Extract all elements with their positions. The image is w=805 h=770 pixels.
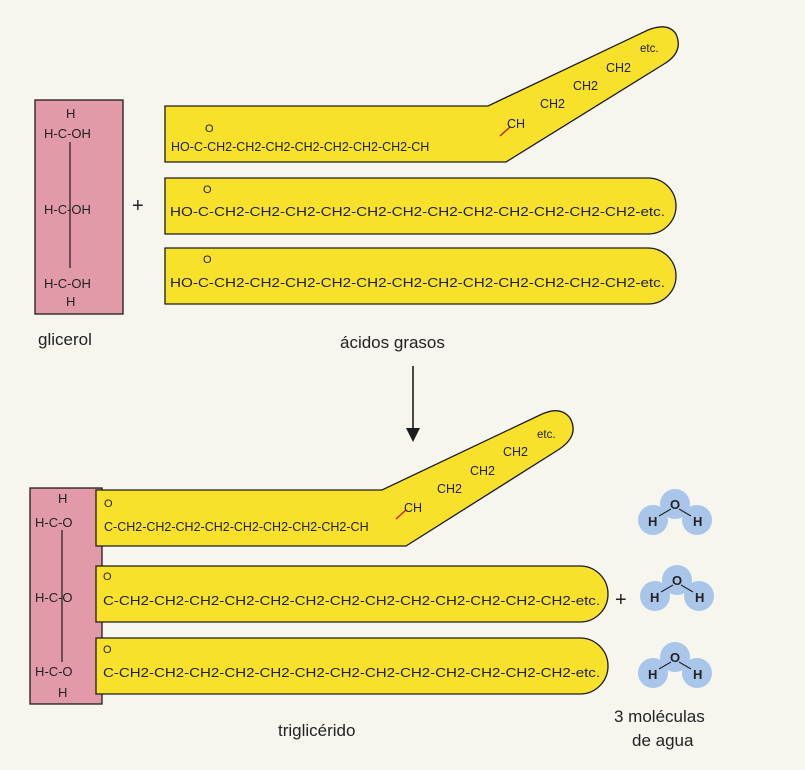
fatty-acid-chain-3: O HO-C-CH2-CH2-CH2-CH2-CH2-CH2-CH2-CH2-C…: [164, 247, 677, 305]
fatty-acid-chain-1-tail-3: CH2: [573, 79, 598, 93]
fatty-acids-label: ácidos grasos: [340, 333, 445, 352]
fatty-acid-chain-3-formula: HO-C-CH2-CH2-CH2-CH2-CH2-CH2-CH2-CH2-CH2…: [170, 276, 665, 290]
water-2-oxygen: O: [672, 573, 682, 588]
triglyceride-chain-1-carbonyl-o: O: [104, 498, 113, 510]
water-molecule-icon: O H H: [638, 489, 712, 535]
fatty-acid-chain-2: O HO-C-CH2-CH2-CH2-CH2-CH2-CH2-CH2-CH2-C…: [164, 177, 677, 235]
triglyceride-chain-1-tail-4: CH2: [503, 445, 528, 459]
fatty-acid-chain-1-formula: HO-C-CH2-CH2-CH2-CH2-CH2-CH2-CH2-CH: [171, 140, 429, 154]
triglyceride-chain-2-formula: C-CH2-CH2-CH2-CH2-CH2-CH2-CH2-CH2-CH2-CH…: [103, 594, 600, 608]
fatty-acid-chain-1-tail-4: CH2: [606, 61, 631, 75]
triglyceride-chain-2-shape: [95, 565, 609, 623]
fatty-acid-chain-1-double-bond: [499, 126, 511, 137]
triglyceride-label: triglicérido: [278, 721, 355, 740]
fatty-acid-chain-2-carbonyl-o: O: [203, 184, 212, 196]
triglyceride-chain-3-formula: C-CH2-CH2-CH2-CH2-CH2-CH2-CH2-CH2-CH2-CH…: [103, 666, 600, 680]
water-1-oxygen: O: [670, 497, 680, 512]
water-2-hydrogen-right: H: [695, 590, 704, 605]
fatty-acid-chain-1: O HO-C-CH2-CH2-CH2-CH2-CH2-CH2-CH2-CH CH…: [164, 26, 679, 163]
triglyceride-chain-3-carbonyl-o: O: [103, 644, 112, 656]
triglyceride-chain-1-formula: C-CH2-CH2-CH2-CH2-CH2-CH2-CH2-CH2-CH: [104, 520, 369, 534]
water-plus-sign: +: [615, 589, 627, 611]
triglyceride-chain-1-tail-etc: etc.: [537, 429, 556, 441]
triglyceride-chain-2: O C-CH2-CH2-CH2-CH2-CH2-CH2-CH2-CH2-CH2-…: [95, 565, 609, 623]
glycerol-atom-h-top: H: [66, 106, 75, 121]
glycerol-molecule: H H-C-OH H-C-OH H-C-OH H: [34, 99, 124, 315]
water-1-hydrogen-left: H: [648, 514, 657, 529]
glycerol-box: [34, 99, 124, 315]
triglyceride-chain-3-shape: [95, 637, 609, 695]
water-2-hydrogen-left: H: [650, 590, 659, 605]
triglyceride-chain-1-tail-3: CH2: [470, 464, 495, 478]
water-label-line-1: 3 moléculas: [614, 707, 705, 726]
triglyceride-molecule: H H-C-O H-C-O H-C-O H O C-CH2-CH2-CH2-CH…: [29, 410, 609, 705]
triglyceride-chain-1-tail-1: CH: [404, 501, 422, 515]
triglyceride-atom-h-top: H: [58, 491, 67, 506]
triglyceride-atom-group-2: H-C-O: [35, 590, 73, 605]
triglyceride-chain-1: O C-CH2-CH2-CH2-CH2-CH2-CH2-CH2-CH2-CH C…: [95, 410, 574, 547]
glycerol-atom-group-3: H-C-OH: [44, 276, 91, 291]
water-label-line-2: de agua: [632, 731, 694, 750]
fatty-acid-chain-1-shape: [164, 26, 679, 163]
triglyceride-chain-2-carbonyl-o: O: [103, 571, 112, 583]
fatty-acid-chain-3-carbonyl-o: O: [203, 254, 212, 266]
triglyceride-atom-group-1: H-C-O: [35, 515, 73, 530]
glycerol-label: glicerol: [38, 330, 92, 349]
water-3-hydrogen-left: H: [648, 667, 657, 682]
fatty-acid-chain-3-shape: [164, 247, 677, 305]
reaction-plus-sign: +: [132, 195, 144, 217]
water-3-oxygen: O: [670, 650, 680, 665]
water-1-hydrogen-right: H: [693, 514, 702, 529]
fatty-acid-chain-1-tail-etc: etc.: [640, 43, 659, 55]
water-molecule-icon: O H H: [638, 642, 712, 688]
triglyceride-glycerol-box: [29, 487, 103, 705]
water-3-hydrogen-right: H: [693, 667, 702, 682]
glycerol-atom-group-1: H-C-OH: [44, 126, 91, 141]
glycerol-atom-group-2: H-C-OH: [44, 202, 91, 217]
triglyceride-chain-1-double-bond: [395, 509, 407, 520]
triglyceride-chain-1-tail-2: CH2: [437, 482, 462, 496]
arrow-down-icon: [406, 366, 420, 442]
triglyceride-chain-1-shape: [95, 410, 574, 547]
triglyceride-atom-group-3: H-C-O: [35, 664, 73, 679]
fatty-acid-chain-1-tail-1: CH: [507, 117, 525, 131]
fatty-acid-chain-2-shape: [164, 177, 677, 235]
triglyceride-atom-h-bottom: H: [58, 685, 67, 700]
fatty-acid-chain-1-tail-2: CH2: [540, 97, 565, 111]
water-molecule-icon: O H H: [640, 565, 714, 611]
fatty-acid-chain-1-carbonyl-o: O: [205, 123, 214, 135]
triglyceride-chain-3: O C-CH2-CH2-CH2-CH2-CH2-CH2-CH2-CH2-CH2-…: [95, 637, 609, 695]
fatty-acid-chain-2-formula: HO-C-CH2-CH2-CH2-CH2-CH2-CH2-CH2-CH2-CH2…: [170, 205, 665, 219]
glycerol-atom-h-bottom: H: [66, 294, 75, 309]
